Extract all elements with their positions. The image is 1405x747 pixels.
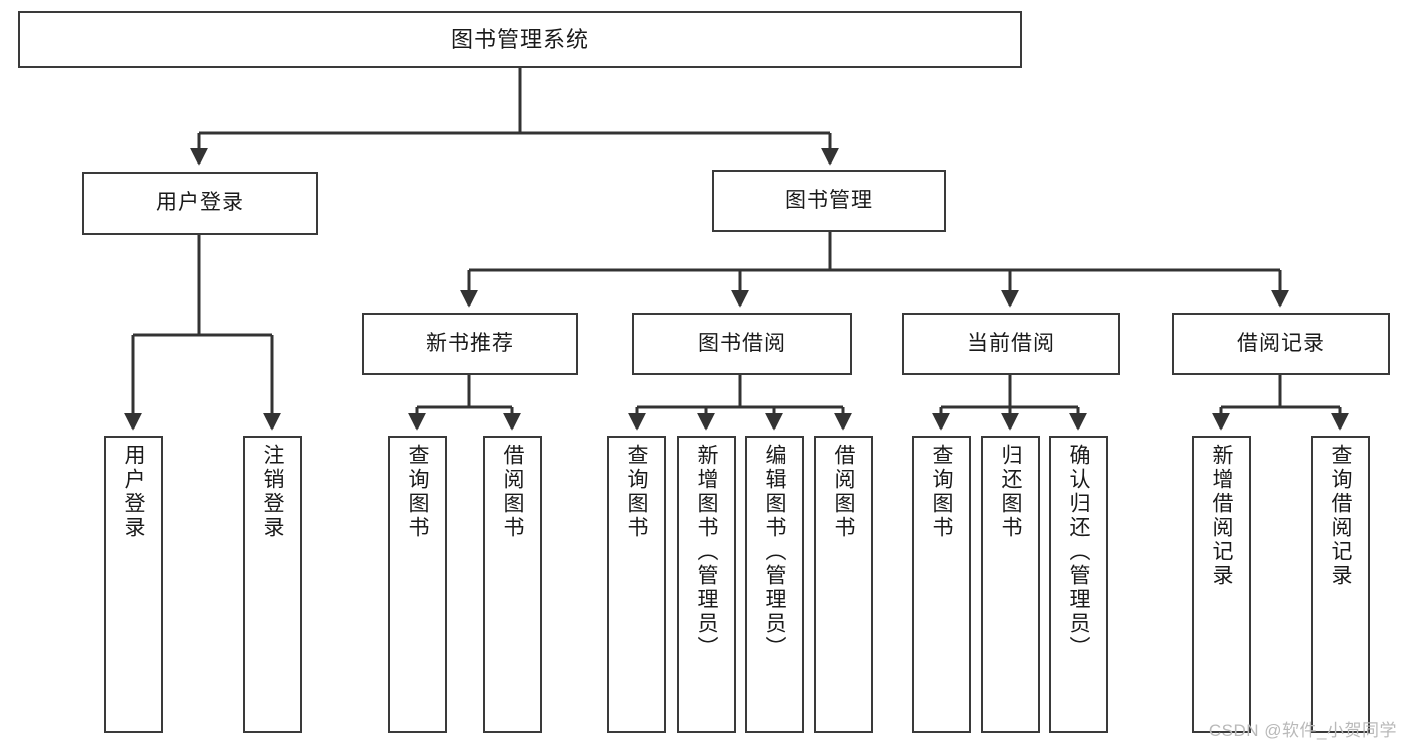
node-leaf-edit-book[interactable]: 编辑图书（管理员） <box>745 436 804 733</box>
node-leaf-query-record[interactable]: 查询借阅记录 <box>1311 436 1370 733</box>
node-root-label: 图书管理系统 <box>450 26 589 52</box>
node-leaf-user-login[interactable]: 用户登录 <box>104 436 163 733</box>
node-book-borrow[interactable]: 图书借阅 <box>632 313 852 375</box>
node-leaf-query-record-label: 查询借阅记录 <box>1329 444 1352 588</box>
node-user-login-label: 用户登录 <box>156 191 244 215</box>
node-leaf-query-book-3-label: 查询图书 <box>930 444 953 540</box>
node-leaf-query-book-1-label: 查询图书 <box>406 444 429 540</box>
node-leaf-query-book-2-label: 查询图书 <box>625 444 648 540</box>
node-leaf-add-record[interactable]: 新增借阅记录 <box>1192 436 1251 733</box>
node-leaf-confirm-return-label: 确认归还（管理员） <box>1067 444 1090 660</box>
node-leaf-add-record-label: 新增借阅记录 <box>1210 444 1233 588</box>
node-leaf-borrow-book-2[interactable]: 借阅图书 <box>814 436 873 733</box>
node-borrow-record[interactable]: 借阅记录 <box>1172 313 1390 375</box>
node-leaf-confirm-return[interactable]: 确认归还（管理员） <box>1049 436 1108 733</box>
node-leaf-borrow-book-1-label: 借阅图书 <box>501 444 524 540</box>
node-new-book-recommend[interactable]: 新书推荐 <box>362 313 578 375</box>
node-leaf-edit-book-label: 编辑图书（管理员） <box>763 444 786 660</box>
node-book-management[interactable]: 图书管理 <box>712 170 946 232</box>
node-current-borrow[interactable]: 当前借阅 <box>902 313 1120 375</box>
node-leaf-query-book-3[interactable]: 查询图书 <box>912 436 971 733</box>
node-leaf-user-login-label: 用户登录 <box>122 444 145 540</box>
node-root[interactable]: 图书管理系统 <box>18 11 1022 68</box>
node-user-login[interactable]: 用户登录 <box>82 172 318 235</box>
node-borrow-record-label: 借阅记录 <box>1237 331 1325 355</box>
node-new-book-recommend-label: 新书推荐 <box>426 331 514 355</box>
node-leaf-query-book-1[interactable]: 查询图书 <box>388 436 447 733</box>
node-leaf-borrow-book-1[interactable]: 借阅图书 <box>483 436 542 733</box>
node-leaf-borrow-book-2-label: 借阅图书 <box>832 444 855 540</box>
node-leaf-add-book[interactable]: 新增图书（管理员） <box>677 436 736 733</box>
node-current-borrow-label: 当前借阅 <box>967 331 1055 355</box>
node-leaf-add-book-label: 新增图书（管理员） <box>695 444 718 660</box>
node-leaf-query-book-2[interactable]: 查询图书 <box>607 436 666 733</box>
csdn-watermark: CSDN @软件_小贺同学 <box>1208 721 1397 740</box>
node-leaf-return-book-label: 归还图书 <box>999 444 1022 540</box>
node-leaf-return-book[interactable]: 归还图书 <box>981 436 1040 733</box>
node-leaf-user-logout[interactable]: 注销登录 <box>243 436 302 733</box>
node-book-borrow-label: 图书借阅 <box>698 331 786 355</box>
node-book-management-label: 图书管理 <box>785 188 873 212</box>
node-leaf-user-logout-label: 注销登录 <box>261 444 284 540</box>
